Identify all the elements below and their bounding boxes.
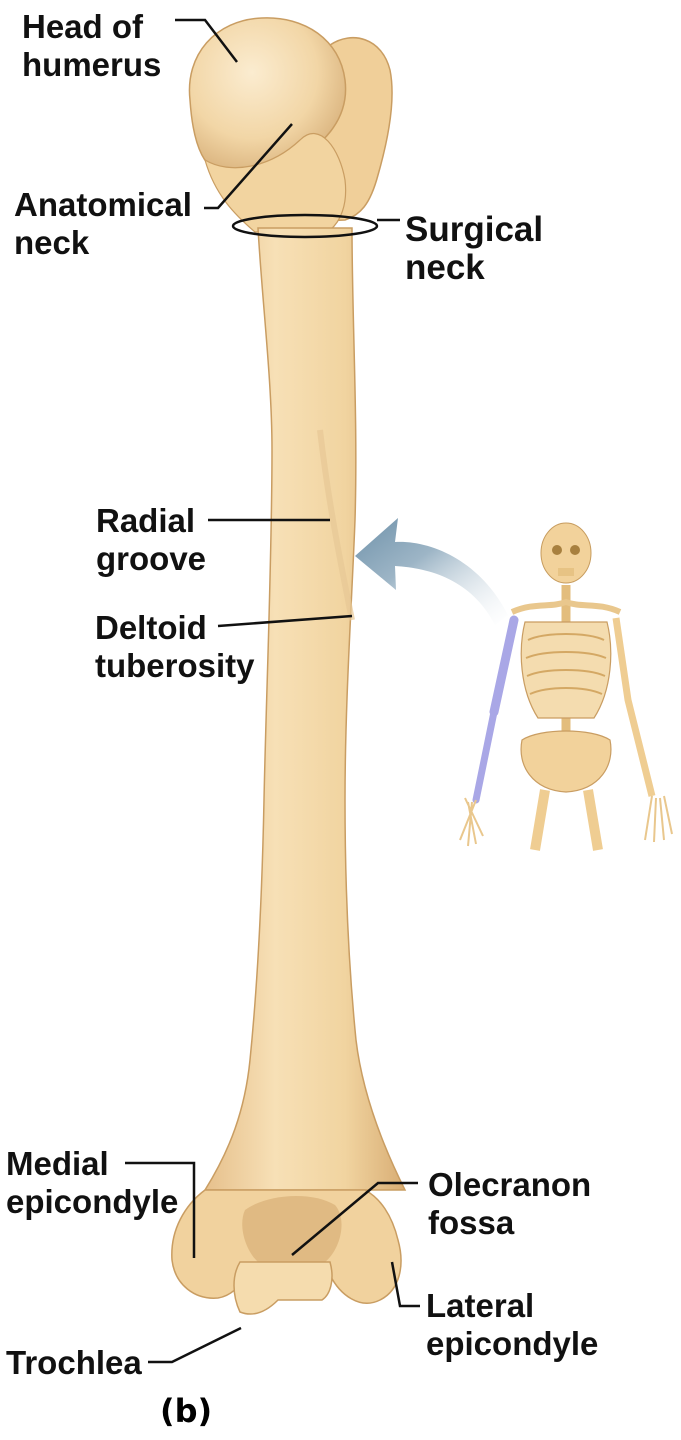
label-line: tuberosity [95,647,255,685]
label-olecranon-fossa: Olecranon fossa [428,1166,591,1242]
skeleton-inset [460,523,672,850]
label-line: Radial [96,502,206,540]
label-radial-groove: Radial groove [96,502,206,578]
label-line: Anatomical [14,186,192,224]
label-line: Lateral [426,1287,598,1325]
label-line: groove [96,540,206,578]
label-medial-epicondyle: Medial epicondyle [6,1145,178,1221]
label-line: fossa [428,1204,591,1242]
highlighted-humerus [494,620,514,712]
label-line: neck [405,249,543,287]
label-line: epicondyle [6,1183,178,1221]
figure-sublabel: (b) [160,1392,212,1430]
label-lateral-epicondyle: Lateral epicondyle [426,1287,598,1363]
olecranon-fossa-shape [242,1196,341,1262]
label-line: neck [14,224,192,262]
humerus-shaft [205,228,405,1190]
label-deltoid-tuberosity: Deltoid tuberosity [95,609,255,685]
label-line: Surgical [405,211,543,249]
label-line: Head of [22,8,161,46]
label-line: Trochlea [6,1344,142,1382]
label-line: humerus [22,46,161,84]
leader-trochlea [148,1328,241,1362]
pelvis [521,731,611,792]
label-line: Olecranon [428,1166,591,1204]
label-anatomical-neck: Anatomical neck [14,186,192,262]
label-surgical-neck: Surgical neck [405,211,543,287]
label-line: Deltoid [95,609,255,647]
label-line: Medial [6,1145,178,1183]
indicator-arrow [355,518,508,625]
label-line: epicondyle [426,1325,598,1363]
label-trochlea: Trochlea [6,1344,142,1382]
trochlea-shape [234,1262,332,1314]
label-head-of-humerus: Head of humerus [22,8,161,84]
